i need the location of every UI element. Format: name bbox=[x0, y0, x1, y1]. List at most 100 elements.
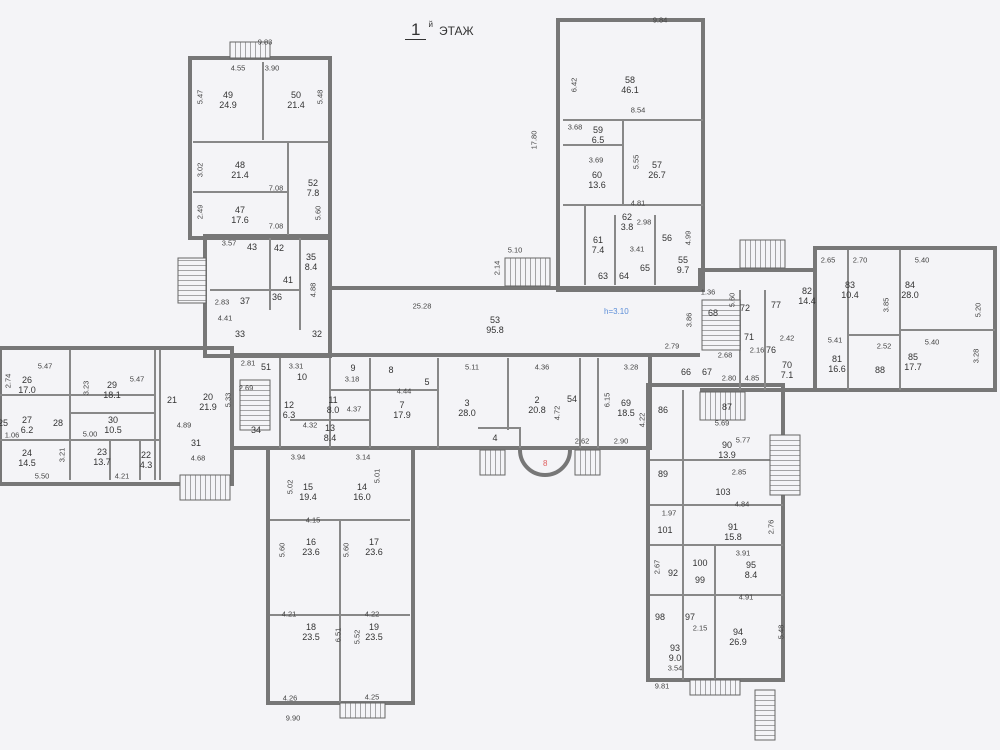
room-area: 8.0 bbox=[326, 405, 340, 415]
dimension-label: 2.69 bbox=[238, 383, 254, 393]
dimension-label: 2.16 bbox=[749, 345, 765, 355]
room-area: 7.8 bbox=[306, 188, 320, 198]
room-number: 54 bbox=[566, 394, 578, 404]
dimension-label: 4.41 bbox=[217, 313, 233, 323]
dimension-label: 2.65 bbox=[820, 255, 836, 265]
dimension-label: 5.01 bbox=[372, 468, 382, 484]
dimension-label: 5.33 bbox=[223, 392, 233, 408]
room-25: 25 bbox=[0, 418, 8, 428]
room-98: 98 bbox=[655, 612, 665, 622]
room-88: 88 bbox=[875, 365, 885, 375]
room-area: 19.4 bbox=[299, 492, 317, 502]
dimension-label: 3.94 bbox=[290, 452, 306, 462]
dimension-label: 2.81 bbox=[240, 358, 256, 368]
room-number: 57 bbox=[651, 160, 662, 170]
room-number: 84 bbox=[904, 280, 915, 290]
room-number: 28 bbox=[52, 418, 64, 428]
room-number: 2 bbox=[534, 395, 540, 405]
dimension-label: 5.40 bbox=[924, 337, 940, 347]
room-area: 4.3 bbox=[139, 460, 153, 470]
room-number: 11 bbox=[328, 395, 338, 405]
dimension-label: 5.52 bbox=[352, 629, 362, 645]
room-number: 19 bbox=[368, 622, 379, 632]
dimension-label: 3.85 bbox=[881, 297, 891, 313]
room-number: 60 bbox=[591, 170, 602, 180]
room-number: 95 bbox=[745, 560, 757, 570]
dimension-label: 2.62 bbox=[574, 436, 590, 446]
dimension-label: 5.55 bbox=[631, 154, 641, 170]
room-number: 82 bbox=[801, 286, 812, 296]
dimension-label: 7.08 bbox=[268, 221, 284, 231]
dimension-label: 9.81 bbox=[654, 681, 670, 691]
room-area: 6.2 bbox=[20, 425, 34, 435]
room-number: 67 bbox=[701, 367, 713, 377]
dimension-label: 25.28 bbox=[412, 301, 432, 311]
room-area: 28.0 bbox=[458, 408, 476, 418]
dimension-label: 4.22 bbox=[364, 609, 380, 619]
room-area: 18.1 bbox=[103, 390, 121, 400]
room-number: 29 bbox=[106, 380, 117, 390]
room-number: 37 bbox=[239, 296, 251, 306]
room-64: 64 bbox=[619, 271, 629, 281]
room-54: 54 bbox=[567, 394, 577, 404]
dimension-label: 2.79 bbox=[664, 341, 680, 351]
room-number: 32 bbox=[311, 329, 323, 339]
dimension-label: 4.99 bbox=[683, 230, 693, 246]
room-area: 8.4 bbox=[744, 570, 758, 580]
room-9: 9 bbox=[350, 363, 355, 373]
room-area: 17.7 bbox=[904, 362, 922, 372]
dimension-label: 1.36 bbox=[700, 287, 716, 297]
room-4: 4 bbox=[492, 433, 497, 443]
room-number: 20 bbox=[202, 392, 213, 402]
dimension-label: 5.00 bbox=[82, 429, 98, 439]
room-number: 71 bbox=[743, 332, 755, 342]
room-number: 52 bbox=[307, 178, 319, 188]
room-area: 13.9 bbox=[718, 450, 736, 460]
room-number: 62 bbox=[621, 212, 633, 222]
room-5: 5 bbox=[424, 377, 429, 387]
room-number: 24 bbox=[21, 448, 32, 458]
dimension-label: 4.55 bbox=[230, 63, 246, 73]
dimension-label: 5.77 bbox=[735, 435, 751, 445]
room-number: 12 bbox=[283, 400, 295, 410]
room-101: 101 bbox=[657, 525, 672, 535]
room-area: 7.4 bbox=[591, 245, 605, 255]
room-area: 14.4 bbox=[798, 296, 816, 306]
room-10: 10 bbox=[297, 372, 307, 382]
stairs bbox=[177, 41, 801, 741]
dimension-label: 4.26 bbox=[282, 693, 298, 703]
dimension-label: 4.32 bbox=[302, 420, 318, 430]
room-number: 34 bbox=[250, 425, 262, 435]
dimension-label: 3.41 bbox=[629, 244, 645, 254]
dimension-label: 5.47 bbox=[129, 374, 145, 384]
dimension-label: 2.80 bbox=[721, 373, 737, 383]
dimension-label: 8.54 bbox=[630, 105, 646, 115]
floor-label: ЭТАЖ bbox=[438, 24, 474, 38]
room-area: 17.9 bbox=[393, 410, 411, 420]
room-number: 26 bbox=[21, 375, 32, 385]
dimension-label: 2.68 bbox=[717, 350, 733, 360]
room-42: 42 bbox=[274, 243, 284, 253]
room-area: 23.6 bbox=[302, 547, 320, 557]
dimension-label: 2.52 bbox=[876, 341, 892, 351]
dimension-label: 3.14 bbox=[355, 452, 371, 462]
dimension-label: 2.76 bbox=[766, 519, 776, 535]
dimension-label: 3.68 bbox=[567, 122, 583, 132]
room-number: 68 bbox=[707, 308, 719, 318]
